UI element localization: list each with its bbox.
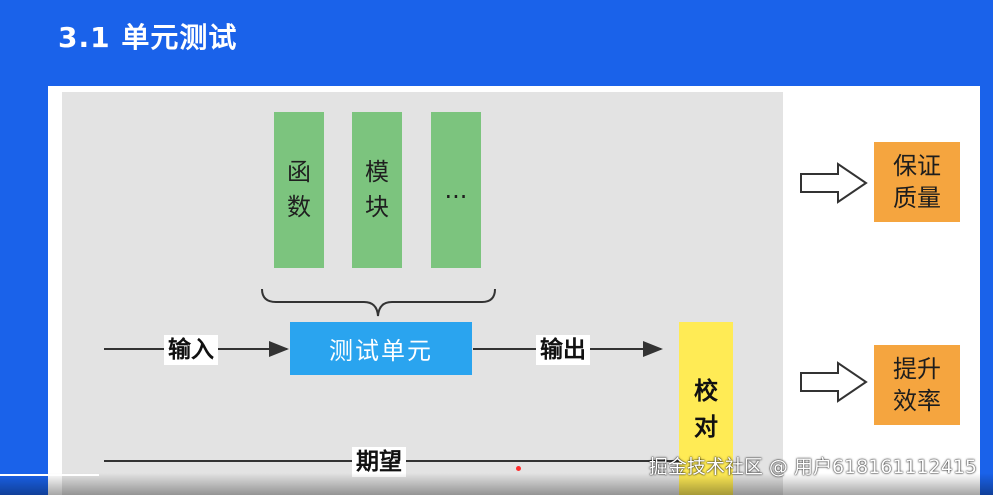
component-more-label: ... [444, 175, 468, 204]
outcome-quality-box: 保证质量 [874, 142, 960, 222]
test-unit-box: 测试单元 [290, 322, 472, 375]
verify-box: 校对 [679, 322, 733, 495]
component-more-box: ... [431, 112, 481, 268]
component-module-label: 模块 [365, 158, 389, 221]
hollow-arrow-icon [800, 162, 868, 204]
outcome-efficiency-box: 提升效率 [874, 345, 960, 425]
watermark-text: 掘金技术社区 @ 用户618161112415 [648, 456, 977, 478]
component-function-box: 函数 [274, 112, 324, 268]
component-function-label: 函数 [287, 158, 311, 221]
video-progress-bar[interactable] [0, 474, 100, 476]
verify-label: 校对 [694, 376, 718, 441]
outcome-quality-label: 保证质量 [893, 151, 941, 212]
video-control-bar[interactable] [0, 473, 993, 495]
output-label: 输出 [536, 335, 590, 365]
hollow-arrow-icon [800, 361, 868, 403]
component-brace [261, 288, 496, 317]
slide-title: 3.1 单元测试 [58, 21, 238, 54]
expectation-label: 期望 [352, 447, 406, 477]
cursor-dot [516, 466, 521, 471]
outcome-efficiency-label: 提升效率 [893, 354, 941, 415]
diagram-area [62, 92, 783, 495]
component-module-box: 模块 [352, 112, 402, 268]
input-label: 输入 [164, 335, 218, 365]
